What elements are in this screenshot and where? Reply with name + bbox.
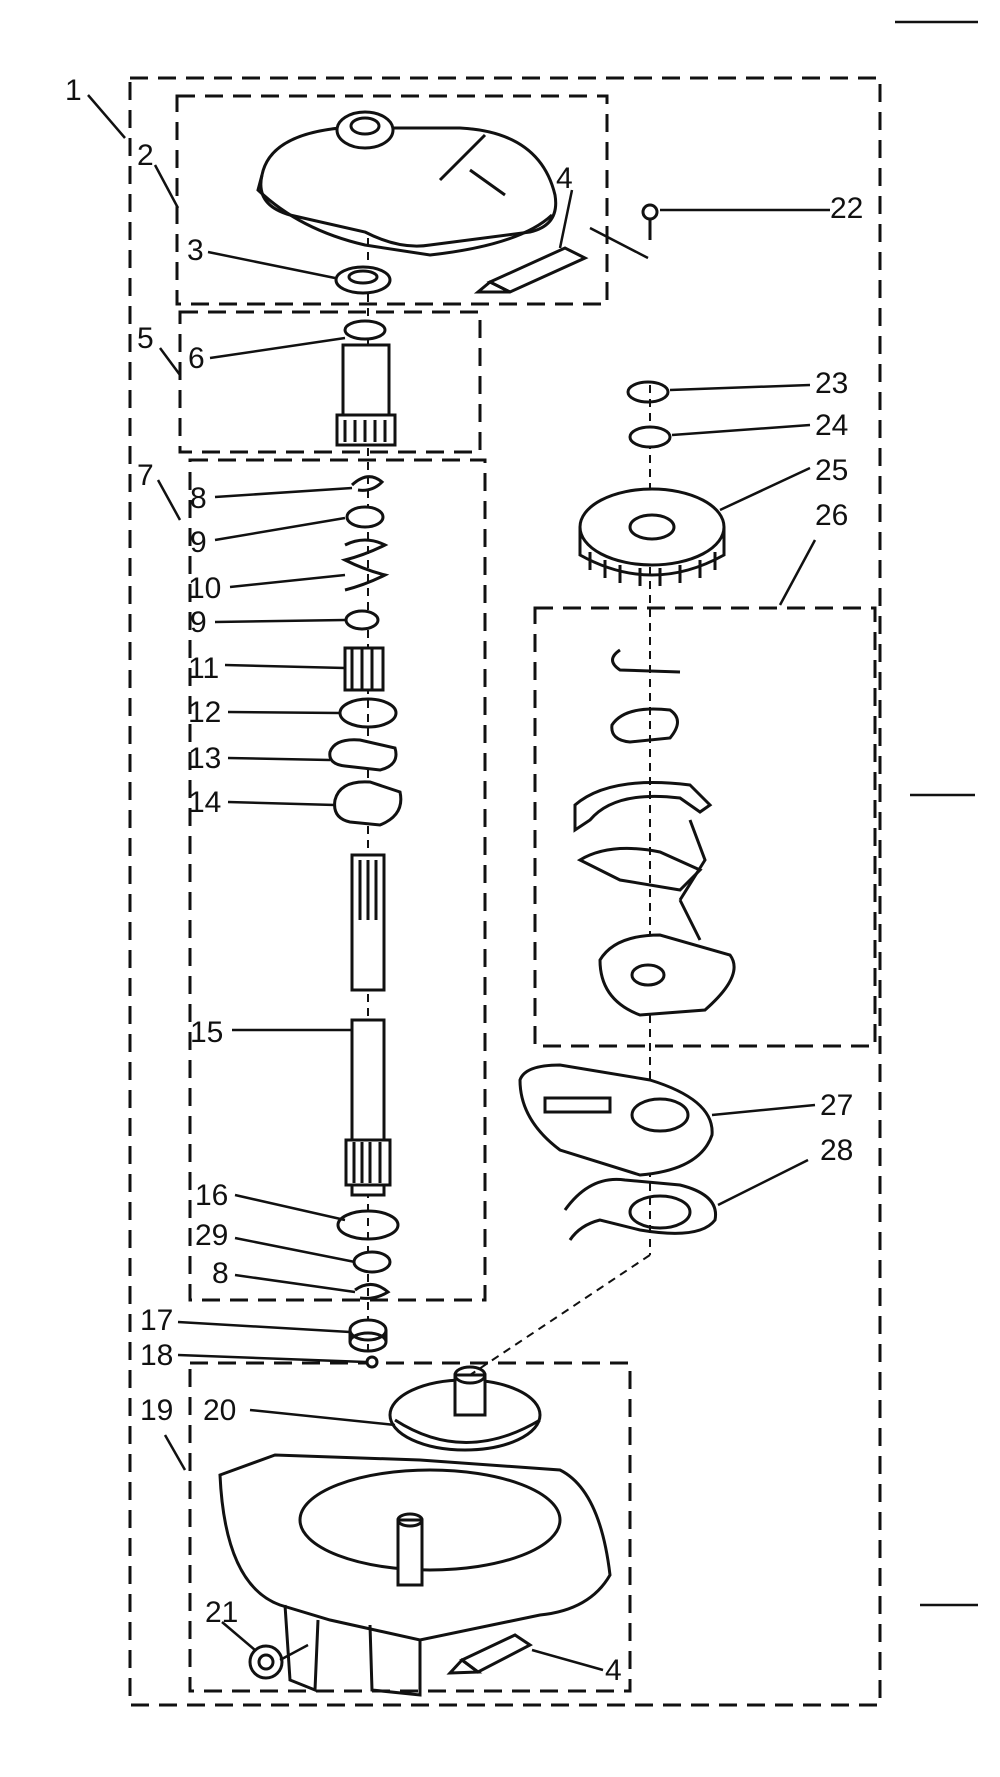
drive-gear-25 bbox=[578, 487, 726, 586]
shift-assembly-26 bbox=[573, 648, 736, 1017]
callout-21: 21 bbox=[205, 1596, 238, 1629]
callout-1: 1 bbox=[65, 74, 82, 107]
agitator-shaft-15 bbox=[344, 853, 392, 1197]
callout-15: 15 bbox=[190, 1016, 223, 1049]
callout-29: 29 bbox=[195, 1219, 228, 1252]
washer-24 bbox=[628, 425, 672, 449]
gear-case-19 bbox=[218, 1453, 612, 1697]
callout-17: 17 bbox=[140, 1304, 173, 1337]
case-box-19 bbox=[188, 1361, 632, 1693]
callout-8-bottom: 8 bbox=[212, 1257, 229, 1290]
washer-16 bbox=[336, 1209, 400, 1241]
shift-box-26 bbox=[533, 606, 877, 1048]
callout-24: 24 bbox=[815, 409, 848, 442]
callout-26: 26 bbox=[815, 499, 848, 532]
shift-fork-28 bbox=[563, 1177, 718, 1241]
cam-13 bbox=[328, 738, 398, 772]
callout-16: 16 bbox=[195, 1179, 228, 1212]
retaining-ring-8-bottom bbox=[354, 1283, 391, 1300]
callout-2: 2 bbox=[137, 139, 154, 172]
pinion-box-5 bbox=[178, 310, 482, 454]
callout-9-lower: 9 bbox=[190, 606, 207, 639]
bearing-3 bbox=[334, 265, 392, 295]
callout-28: 28 bbox=[820, 1134, 853, 1167]
cover-box-2 bbox=[175, 94, 609, 306]
shift-lever-27 bbox=[518, 1063, 714, 1177]
gear-case-cover bbox=[256, 110, 558, 257]
callout-9-top: 9 bbox=[190, 526, 207, 559]
callout-4-top: 4 bbox=[556, 162, 573, 195]
retaining-ring-8-top bbox=[350, 475, 385, 492]
ball-18 bbox=[365, 1355, 379, 1369]
washer-23 bbox=[626, 380, 670, 404]
callout-8-top: 8 bbox=[190, 482, 207, 515]
callout-27: 27 bbox=[820, 1089, 853, 1122]
callout-20: 20 bbox=[203, 1394, 236, 1427]
callout-11: 11 bbox=[188, 652, 219, 685]
callout-12: 12 bbox=[188, 696, 221, 729]
callout-13: 13 bbox=[188, 742, 221, 775]
leader-lines bbox=[87, 94, 830, 1672]
grease-tube-bottom bbox=[446, 1633, 533, 1675]
callout-4-bottom: 4 bbox=[605, 1654, 622, 1687]
assembly-box-1 bbox=[128, 76, 882, 1707]
callout-10: 10 bbox=[188, 572, 221, 605]
pinion-6 bbox=[335, 319, 397, 447]
bearing-29 bbox=[352, 1250, 392, 1274]
callout-18: 18 bbox=[140, 1339, 173, 1372]
washer-9-lower bbox=[344, 609, 380, 631]
callout-7: 7 bbox=[137, 459, 154, 492]
callout-14: 14 bbox=[188, 786, 221, 819]
callout-23: 23 bbox=[815, 367, 848, 400]
callout-3: 3 bbox=[187, 234, 204, 267]
callout-22: 22 bbox=[830, 192, 863, 225]
callout-25: 25 bbox=[815, 454, 848, 487]
callout-19: 19 bbox=[140, 1394, 173, 1427]
washer-9-top bbox=[345, 505, 385, 529]
pin-22 bbox=[641, 203, 659, 240]
callout-5: 5 bbox=[137, 322, 154, 355]
grease-tube-top bbox=[473, 246, 589, 294]
cam-14 bbox=[333, 780, 403, 827]
spring-10 bbox=[340, 538, 390, 592]
nut-21 bbox=[248, 1644, 284, 1680]
callout-6: 6 bbox=[188, 342, 205, 375]
gear-20 bbox=[388, 1365, 542, 1452]
seal-17 bbox=[348, 1318, 388, 1353]
axis-link bbox=[469, 1254, 651, 1376]
shaft-box-7 bbox=[188, 458, 487, 1302]
clutch-11 bbox=[343, 646, 385, 692]
